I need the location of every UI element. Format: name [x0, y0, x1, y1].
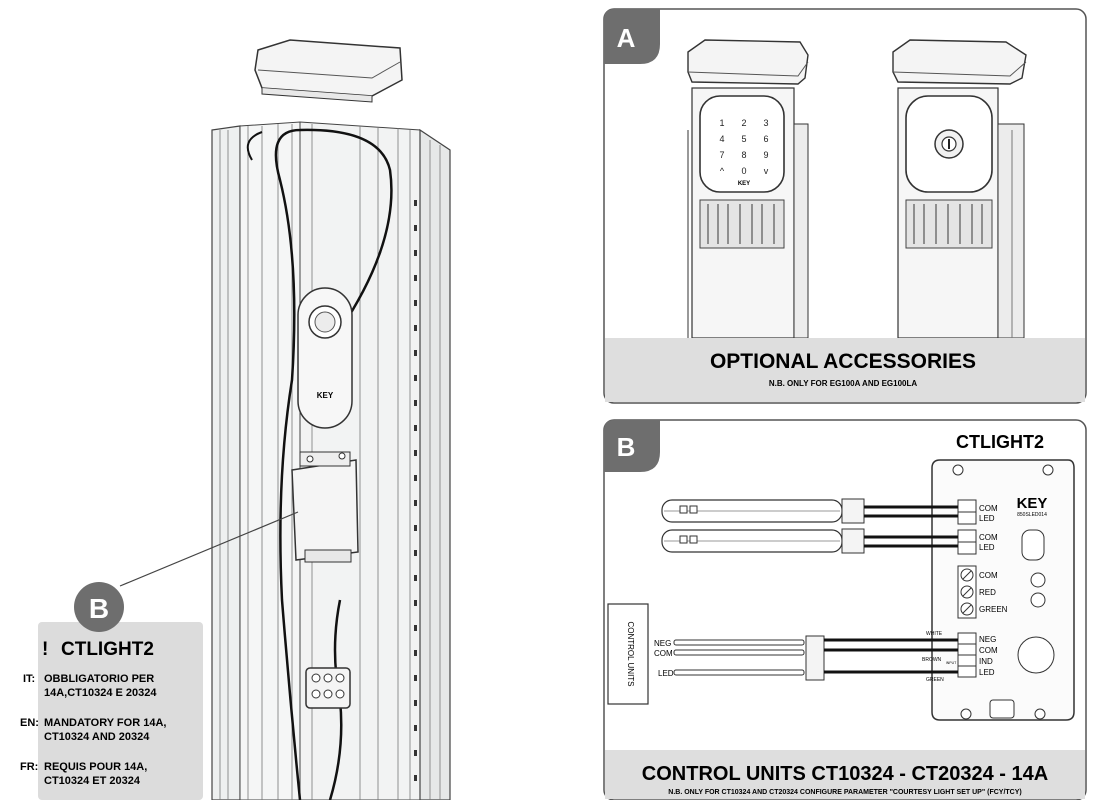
panel-a-caption-bg	[605, 338, 1085, 402]
callout-badge	[74, 582, 124, 632]
terminal-connector	[305, 667, 351, 709]
ctlight2-board: KEY 850SLED014	[931, 459, 1075, 721]
keypad-logo: KEY	[738, 181, 750, 187]
keypad-key: 1	[719, 118, 724, 128]
panel-b-caption-bg	[605, 750, 1085, 799]
module-title: CTLIGHT2	[956, 432, 1044, 452]
wire-color-label: BROWN	[922, 657, 942, 663]
terminal-label: LED	[979, 514, 995, 523]
callout-en-line1: MANDATORY FOR 14A,	[44, 717, 166, 729]
panel-b-title: CONTROL UNITS CT10324 - CT20324 - 14A	[642, 763, 1048, 785]
wire-color-label: GREEN	[926, 677, 944, 683]
callout-warning-mark: !	[42, 639, 48, 660]
callout-en-line2: CT10324 AND 20324	[44, 731, 150, 743]
terminal-label: COM	[979, 646, 998, 655]
callout-leader-line	[119, 511, 299, 587]
column-illustration: KEY	[119, 39, 451, 801]
cu-terminal-label: LED	[658, 669, 674, 678]
terminal-block-led1: COM LED	[957, 499, 998, 525]
terminal-label: GREEN	[979, 605, 1008, 614]
cu-terminal-label: NEG	[654, 639, 671, 648]
keypad-key: 4	[719, 134, 724, 144]
panel-a-note: N.B. ONLY FOR EG100A AND EG100LA	[769, 379, 918, 388]
keypad-key: v	[764, 166, 769, 176]
keypad-face	[699, 95, 785, 193]
terminal-label: COM	[979, 533, 998, 542]
ctlight2-module	[291, 459, 359, 561]
callout-fr-line2: CT10324 ET 20324	[44, 775, 141, 787]
cu-terminal-label: COM	[654, 649, 673, 658]
terminal-label: NEG	[979, 635, 996, 644]
callout-title: CTLIGHT2	[61, 639, 154, 660]
keypad-key: 9	[763, 150, 768, 160]
panel-a-title: OPTIONAL ACCESSORIES	[710, 350, 976, 373]
panel-a-badge-letter: A	[617, 23, 636, 53]
callout-badge-letter: B	[89, 593, 109, 624]
terminal-block-led2: COM LED	[957, 529, 998, 555]
callout-lang-en: EN:	[20, 717, 39, 729]
module-code: 850SLED014	[1017, 512, 1047, 518]
terminal-label: RED	[979, 588, 996, 597]
terminal-block-rgb: COM RED GREEN	[957, 565, 1008, 619]
left-callout: B ! CTLIGHT2 IT: OBBLIGATORIO PER 14A,CT…	[20, 582, 203, 800]
keypad-key: 3	[763, 118, 768, 128]
keypad-key: 8	[741, 150, 746, 160]
control-units-label: CONTROL UNITS	[626, 621, 635, 686]
led-strip-1	[661, 498, 958, 524]
keypad-key: 7	[719, 150, 724, 160]
led-strip-2	[661, 528, 958, 554]
panel-a-badge	[604, 9, 660, 64]
panel-b-badge-letter: B	[617, 432, 636, 462]
terminal-label: COM	[979, 571, 998, 580]
column-top-cap	[254, 39, 403, 97]
panel-b-badge	[604, 420, 660, 472]
terminal-label: LED	[979, 668, 995, 677]
callout-lang-fr: FR:	[20, 761, 38, 773]
callout-it-line2: 14A,CT10324 E 20324	[44, 687, 157, 699]
keypad-accessory: 1 2 3 4 5 6 7 8 9 ^ 0 v KEY	[687, 39, 809, 339]
module-logo: KEY	[1017, 495, 1048, 512]
reader-logo: KEY	[317, 391, 334, 400]
panel-a: A 1 2 3 4 5 6 7 8 9 ^ 0 v KEY	[603, 8, 1087, 404]
callout-it-line1: OBBLIGATORIO PER	[44, 673, 154, 685]
key-switch-accessory	[892, 39, 1027, 339]
cable	[274, 128, 393, 801]
ind-small-label: INPUT	[946, 661, 957, 665]
callout-box	[38, 622, 203, 800]
wire-color-label: WHITE	[926, 631, 943, 637]
callout-fr-line1: REQUIS POUR 14A,	[44, 761, 147, 773]
terminal-label: LED	[979, 543, 995, 552]
keypad-key: 2	[741, 118, 746, 128]
control-units-box: CONTROL UNITS	[607, 603, 649, 705]
terminal-block-control: NEG COM IND LED INPUT	[946, 632, 998, 678]
panel-b: B CTLIGHT2 KEY 850SLED014 COM LED	[603, 419, 1087, 801]
terminal-label: IND	[979, 657, 993, 666]
keypad-key: 0	[741, 166, 746, 176]
keypad-key: 6	[763, 134, 768, 144]
callout-lang-it: IT:	[23, 673, 35, 685]
keypad-key: 5	[741, 134, 746, 144]
terminal-label: COM	[979, 504, 998, 513]
keypad-key: ^	[720, 166, 725, 176]
panel-b-note: N.B. ONLY FOR CT10324 AND CT20324 CONFIG…	[668, 789, 1021, 796]
